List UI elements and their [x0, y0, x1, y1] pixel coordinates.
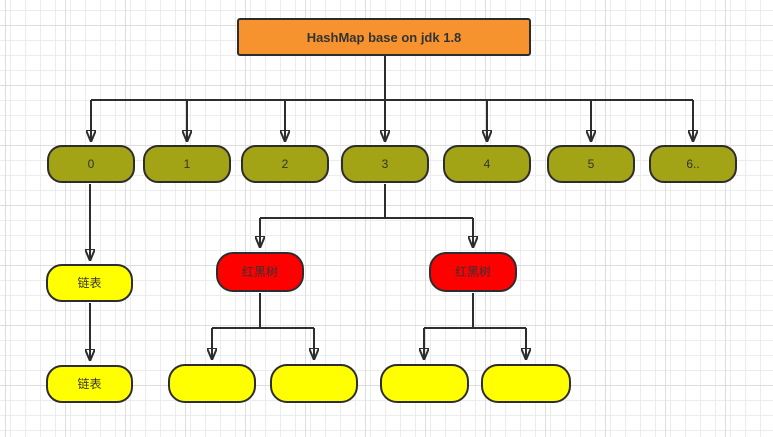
edge-rbt1-to-leaf-bus	[212, 293, 314, 329]
bucket-node-1[interactable]: 1	[143, 145, 231, 183]
linked-list-label-1: 链表	[77, 276, 102, 290]
bucket-node-0[interactable]: 0	[47, 145, 135, 183]
bucket-label-3: 3	[381, 157, 389, 171]
rbtree-node-1[interactable]: 红黑树	[216, 252, 304, 292]
bucket-label-2: 2	[281, 157, 289, 171]
linked-list-node-1[interactable]: 链表	[46, 264, 133, 302]
hashmap-title-label: HashMap base on jdk 1.8	[306, 29, 462, 45]
bucket-node-5[interactable]: 5	[547, 145, 635, 183]
bucket-node-6[interactable]: 6..	[649, 145, 737, 183]
bucket-node-3[interactable]: 3	[341, 145, 429, 183]
leaf-node-2[interactable]	[270, 364, 358, 403]
bucket-label-0: 0	[87, 157, 95, 171]
leaf-node-1[interactable]	[168, 364, 256, 403]
edge-bucket3-to-rbt-bus	[260, 184, 473, 219]
linked-list-node-2[interactable]: 链表	[46, 365, 133, 403]
bucket-node-4[interactable]: 4	[443, 145, 531, 183]
linked-list-label-2: 链表	[77, 377, 102, 391]
hashmap-title-node[interactable]: HashMap base on jdk 1.8	[237, 18, 531, 56]
bucket-label-5: 5	[587, 157, 595, 171]
edge-rbt2-to-leaf-bus	[424, 293, 526, 329]
bucket-label-4: 4	[483, 157, 491, 171]
rbtree-node-2[interactable]: 红黑树	[429, 252, 517, 292]
leaf-node-3[interactable]	[380, 364, 469, 403]
bucket-node-2[interactable]: 2	[241, 145, 329, 183]
bucket-label-6: 6..	[686, 157, 700, 171]
rbtree-label-1: 红黑树	[241, 265, 278, 279]
rbtree-label-2: 红黑树	[454, 265, 491, 279]
leaf-node-4[interactable]	[481, 364, 571, 403]
bucket-label-1: 1	[183, 157, 191, 171]
edge-title-to-bus	[91, 56, 693, 101]
